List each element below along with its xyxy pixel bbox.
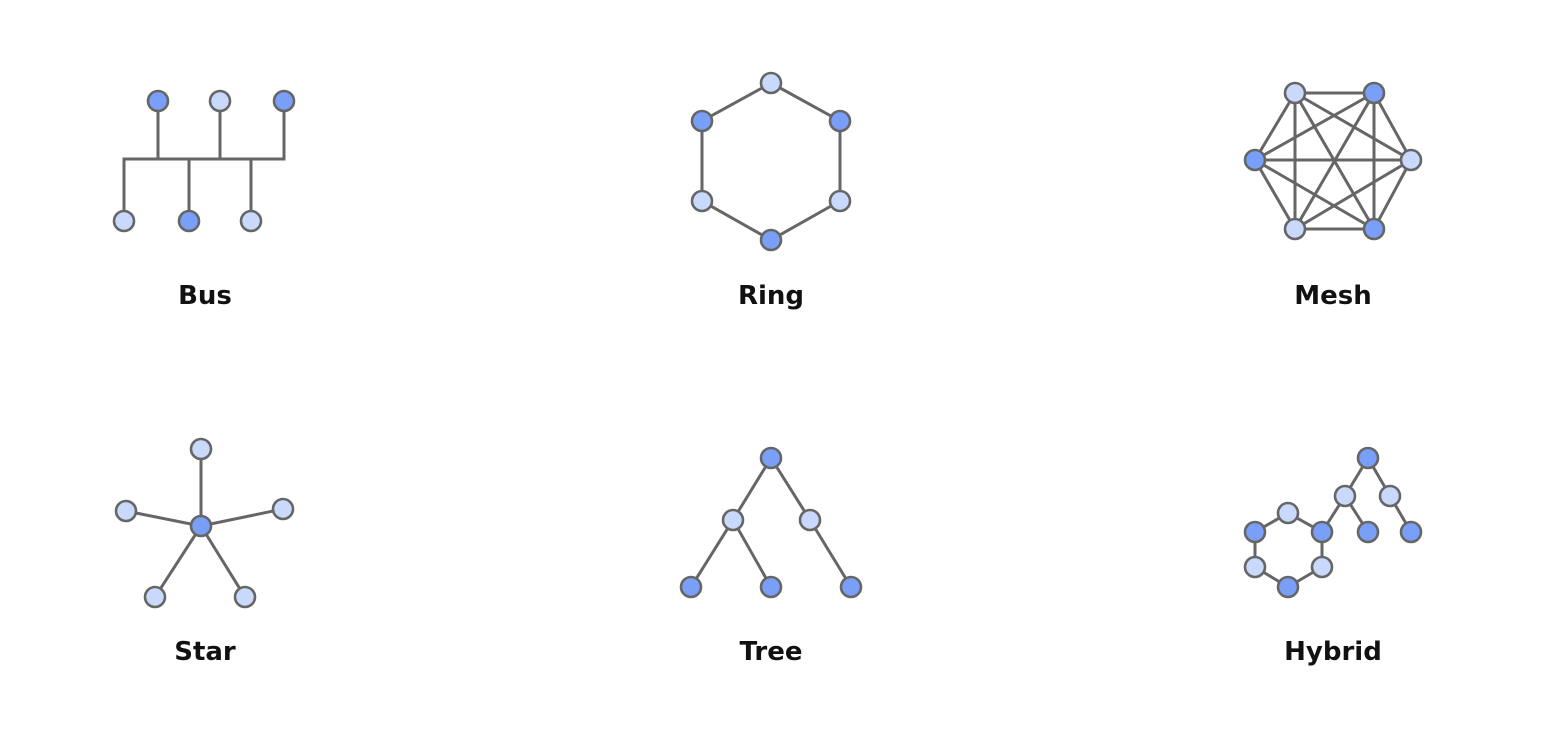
node-light xyxy=(112,209,136,233)
diagram-star xyxy=(114,437,295,609)
node-dark xyxy=(189,514,213,538)
edge xyxy=(152,523,204,600)
node-dark xyxy=(1356,520,1380,544)
node-dark xyxy=(272,89,296,113)
node-dark xyxy=(1356,446,1380,470)
node-light xyxy=(1283,217,1307,241)
edge xyxy=(124,509,203,528)
node-dark xyxy=(177,209,201,233)
node-dark xyxy=(1243,148,1267,172)
node-light xyxy=(239,209,263,233)
node-dark xyxy=(828,109,852,133)
node-light xyxy=(189,437,213,461)
node-dark xyxy=(1362,81,1386,105)
edge xyxy=(198,523,248,600)
diagram-ring xyxy=(690,71,852,252)
node-light xyxy=(233,585,257,609)
edge xyxy=(699,80,774,124)
node-dark xyxy=(1243,520,1267,544)
label-star: Star xyxy=(174,637,236,667)
edge xyxy=(768,198,843,243)
label-mesh: Mesh xyxy=(1294,281,1372,311)
node-light xyxy=(271,497,295,521)
edge xyxy=(688,517,736,590)
node-light xyxy=(1276,501,1300,525)
node-light xyxy=(143,585,167,609)
node-dark xyxy=(679,575,703,599)
node-light xyxy=(1399,148,1423,172)
node-dark xyxy=(759,228,783,252)
node-light xyxy=(721,508,745,532)
edge xyxy=(1371,90,1414,163)
node-light xyxy=(690,189,714,213)
node-light xyxy=(798,508,822,532)
edge xyxy=(699,198,774,243)
node-dark xyxy=(690,109,714,133)
label-ring: Ring xyxy=(737,281,805,311)
label-hybrid: Hybrid xyxy=(1284,637,1382,667)
edge xyxy=(768,455,813,523)
diagram-bus xyxy=(112,89,296,233)
node-light xyxy=(828,189,852,213)
node-light xyxy=(1243,555,1267,579)
edge xyxy=(807,517,854,590)
edge xyxy=(730,517,774,590)
node-light xyxy=(114,499,138,523)
node-light xyxy=(759,71,783,95)
node-dark xyxy=(1310,520,1334,544)
node-dark xyxy=(1362,217,1386,241)
node-dark xyxy=(146,89,170,113)
edge xyxy=(1371,157,1414,232)
diagram-hybrid xyxy=(1243,446,1423,599)
node-light xyxy=(1283,81,1307,105)
edge xyxy=(768,80,843,124)
node-light xyxy=(1310,555,1334,579)
label-bus: Bus xyxy=(178,281,232,311)
edge xyxy=(1252,157,1298,232)
node-light xyxy=(1378,484,1402,508)
edge xyxy=(730,455,774,523)
diagram-tree xyxy=(679,446,863,599)
label-tree: Tree xyxy=(739,637,803,667)
node-dark xyxy=(839,575,863,599)
node-light xyxy=(1333,484,1357,508)
diagram-mesh xyxy=(1243,81,1423,241)
node-light xyxy=(208,89,232,113)
node-dark xyxy=(759,575,783,599)
node-dark xyxy=(1399,520,1423,544)
edge xyxy=(1252,157,1377,232)
edge xyxy=(1292,157,1414,232)
edge xyxy=(1252,90,1298,163)
edge xyxy=(1252,90,1377,163)
node-dark xyxy=(1276,575,1300,599)
node-dark xyxy=(759,446,783,470)
edge xyxy=(199,507,285,528)
